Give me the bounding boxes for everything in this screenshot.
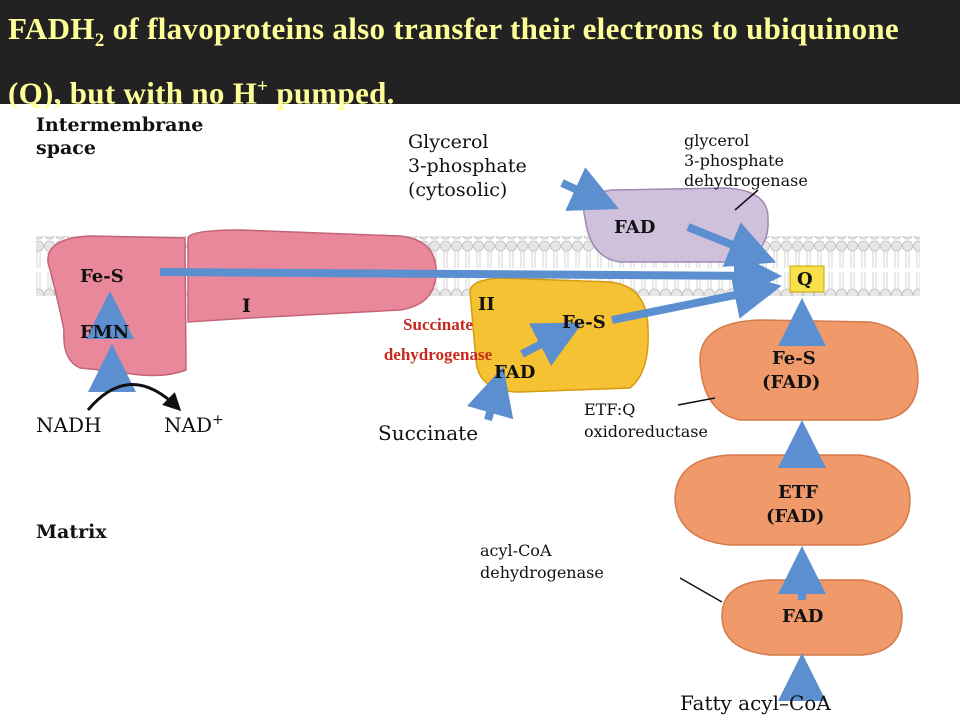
etf-center-2: (FAD) xyxy=(766,506,824,527)
svg-text:(cytosolic): (cytosolic) xyxy=(408,179,507,201)
nadh-label: NADH xyxy=(36,413,101,437)
etfq-center-2: (FAD) xyxy=(762,372,820,393)
complex-ii-fes: Fe-S xyxy=(562,312,606,333)
glycerol-3-phosphate-label: Glycerol 3-phosphate (cytosolic) xyxy=(408,131,527,201)
svg-text:3-phosphate: 3-phosphate xyxy=(684,151,784,170)
ubiquinone-label: Q xyxy=(797,269,813,290)
succinate-label: Succinate xyxy=(378,421,478,445)
svg-text:dehydrogenase: dehydrogenase xyxy=(480,563,604,582)
matrix-label: Matrix xyxy=(36,521,107,543)
g3p-fad: FAD xyxy=(614,217,655,238)
acyl-coa-dehydrogenase-label: acyl-CoA dehydrogenase xyxy=(480,541,604,582)
intermembrane-label-2: space xyxy=(36,137,96,159)
g3p-dehydrogenase-label: glycerol 3-phosphate dehydrogenase xyxy=(684,131,808,190)
complex-i-label: I xyxy=(242,295,251,317)
succinate-dehydrogenase-label: Succinate xyxy=(403,315,473,334)
acyl-fad: FAD xyxy=(782,606,823,627)
nad-label: NAD+ xyxy=(164,412,224,437)
complex-i-fmn: FMN xyxy=(80,322,129,343)
fatty-acyl-coa-label: Fatty acyl–CoA xyxy=(680,691,831,715)
title-bar xyxy=(0,0,960,104)
nadh-to-nad-arrow xyxy=(86,383,182,412)
etfq-center-1: Fe-S xyxy=(772,348,816,369)
intermembrane-label: Intermembrane xyxy=(36,114,203,136)
etf-protein xyxy=(674,454,911,546)
etfq-name-label: ETF:Q oxidoreductase xyxy=(584,400,708,441)
svg-text:acyl-CoA: acyl-CoA xyxy=(480,541,552,560)
etf-center-1: ETF xyxy=(778,482,818,503)
electron-flow-arrows xyxy=(86,167,826,701)
etfq-oxidoreductase xyxy=(699,319,919,421)
complex-i-fes: Fe-S xyxy=(80,266,124,287)
succinate-dehydrogenase-label-2: dehydrogenase xyxy=(384,345,493,364)
svg-text:ETF:Q: ETF:Q xyxy=(584,400,635,419)
svg-text:oxidoreductase: oxidoreductase xyxy=(584,422,708,441)
svg-text:dehydrogenase: dehydrogenase xyxy=(684,171,808,190)
complex-ii-fad: FAD xyxy=(494,362,535,383)
slide-title: FADH2 of flavoproteins also transfer the… xyxy=(8,11,899,111)
ubiquinone-box xyxy=(789,265,825,293)
svg-text:Glycerol: Glycerol xyxy=(408,131,488,153)
svg-text:3-phosphate: 3-phosphate xyxy=(408,155,527,177)
svg-text:glycerol: glycerol xyxy=(684,131,749,150)
acyl-coa-dehydrogenase xyxy=(721,579,903,656)
complex-ii-label: II xyxy=(478,294,495,315)
